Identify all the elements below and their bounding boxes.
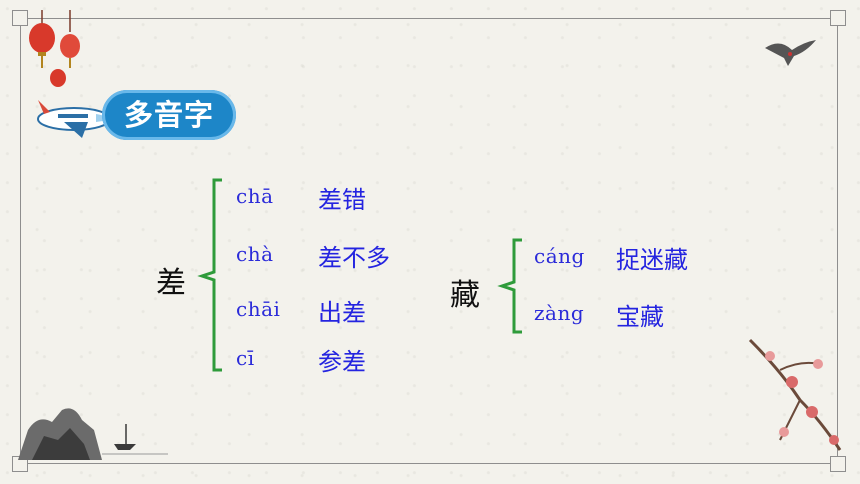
polyphone-character: 藏: [450, 278, 480, 313]
crane-icon: [765, 40, 816, 66]
polyphone-character: 差: [156, 266, 186, 301]
example-word: 宝藏: [616, 303, 664, 331]
pinyin-reading: cī: [236, 346, 255, 370]
example-word: 参差: [318, 348, 366, 376]
lantern-icon: [29, 10, 80, 87]
frame-corner: [830, 456, 846, 472]
pinyin-reading: chāi: [236, 297, 281, 321]
pinyin-reading: cáng: [534, 244, 585, 268]
frame-corner: [12, 10, 28, 26]
pinyin-reading: chà: [236, 242, 274, 266]
example-word: 差错: [318, 186, 366, 214]
mountain-landscape-icon: [18, 408, 168, 460]
page-title-badge: 多音字: [102, 90, 236, 140]
frame-corner: [830, 10, 846, 26]
plane-icon: [37, 100, 111, 138]
plum-blossom-icon: [748, 338, 842, 451]
brace-icon: [197, 178, 222, 372]
example-word: 差不多: [318, 244, 390, 272]
brace-icon: [497, 238, 522, 334]
slide-frame: [20, 18, 838, 464]
pinyin-reading: zàng: [534, 301, 585, 325]
example-word: 出差: [318, 299, 366, 327]
pinyin-reading: chā: [236, 184, 274, 208]
example-word: 捉迷藏: [616, 246, 688, 274]
